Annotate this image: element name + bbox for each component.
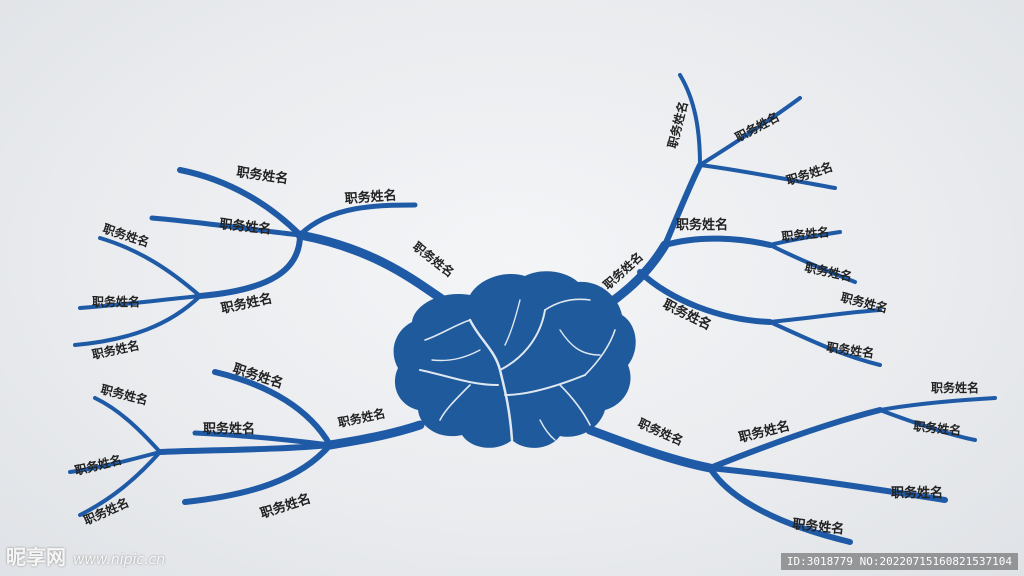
- node-label: 职务姓名: [101, 221, 151, 250]
- node-label: 职务姓名: [913, 418, 962, 438]
- node-label: 职务姓名: [258, 491, 312, 522]
- branch-group-left-top: [73, 167, 457, 347]
- branch-group-right-bottom: [585, 396, 997, 545]
- node-label: 职务姓名: [732, 109, 781, 145]
- branch-group-right-top: [595, 73, 882, 367]
- node-label: 职务姓名: [636, 415, 686, 448]
- node-label: 职务姓名: [826, 339, 876, 361]
- node-label: 职务姓名: [781, 224, 830, 244]
- watermark-id: ID:3018779 NO:20220715160821537104: [780, 553, 1018, 570]
- watermark-url: www.nipic.cn: [72, 552, 166, 568]
- brain-illustration: [393, 271, 636, 448]
- node-label: 职务姓名: [73, 452, 123, 478]
- node-label: 职务姓名: [235, 164, 289, 187]
- node-label: 职务姓名: [803, 259, 853, 284]
- node-label: 职务姓名: [931, 380, 979, 395]
- node-label: 职务姓名: [664, 100, 690, 150]
- node-label: 职务姓名: [219, 216, 272, 237]
- node-label: 职务姓名: [203, 421, 255, 437]
- node-label: 职务姓名: [410, 239, 457, 280]
- watermark-logo: 昵享网 www.nipic.cn: [6, 541, 165, 570]
- branch-group-left-bottom: [68, 369, 425, 517]
- node-label: 职务姓名: [337, 405, 387, 430]
- watermark-brand: 昵享网: [6, 545, 66, 569]
- node-label: 职务姓名: [344, 187, 397, 207]
- node-label: 职务姓名: [792, 516, 845, 537]
- node-label: 职务姓名: [676, 217, 728, 233]
- node-label: 职务姓名: [92, 294, 140, 309]
- node-label: 职务姓名: [891, 485, 943, 501]
